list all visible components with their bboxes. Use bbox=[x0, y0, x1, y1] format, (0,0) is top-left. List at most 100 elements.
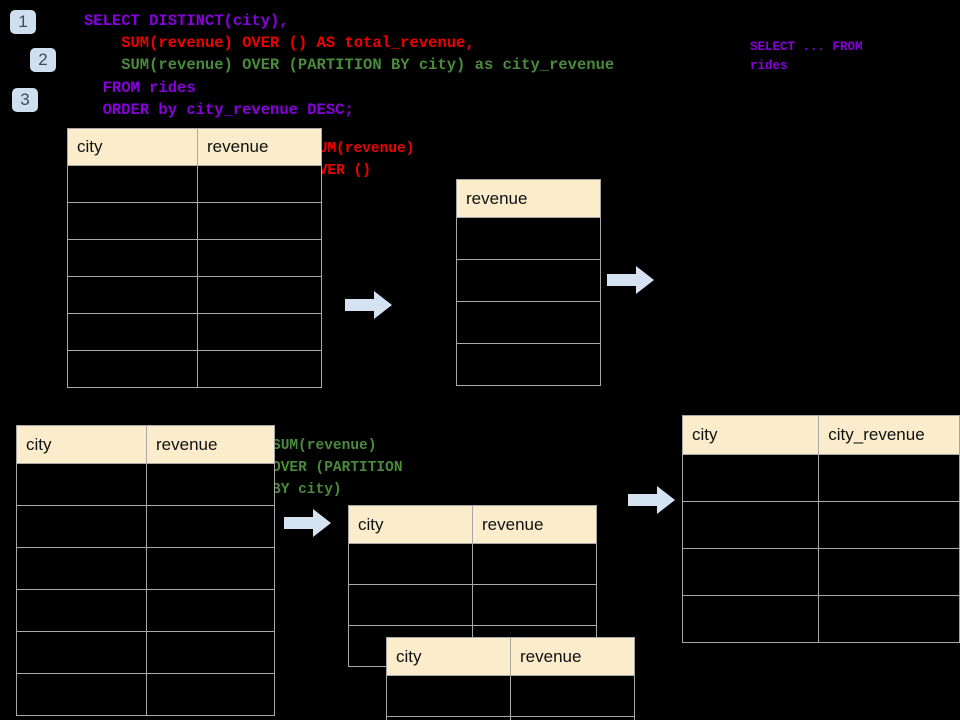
table-row bbox=[681, 595, 960, 643]
table-row bbox=[16, 463, 275, 506]
arrow-top-middle bbox=[345, 291, 392, 319]
table-row bbox=[67, 239, 322, 277]
table-cell bbox=[818, 548, 960, 596]
table-cell bbox=[197, 350, 322, 388]
sum-over-empty-annotation-line-2: OVER () bbox=[310, 163, 371, 179]
table-cell bbox=[456, 217, 601, 260]
sql-side-note: SELECT ... FROM rides bbox=[750, 38, 863, 76]
column-header-city: city bbox=[348, 505, 473, 544]
table-cell bbox=[348, 543, 473, 585]
table-row bbox=[456, 301, 601, 344]
table-row bbox=[348, 584, 597, 626]
table-row bbox=[16, 673, 275, 716]
table-cell bbox=[681, 501, 820, 549]
table-cell bbox=[681, 595, 820, 643]
table-cell bbox=[681, 454, 820, 502]
table-cell bbox=[197, 165, 322, 203]
table-cell bbox=[67, 276, 198, 314]
table-cell bbox=[510, 716, 635, 720]
sum-over-partition-annotation-line-2: OVER (PARTITION bbox=[272, 460, 403, 476]
table-cell bbox=[818, 501, 960, 549]
column-header-city: city bbox=[681, 415, 820, 455]
table-cell bbox=[146, 463, 275, 506]
sql-line-5: ORDER by city_revenue DESC; bbox=[84, 101, 354, 119]
sql-line-3: SUM(revenue) OVER (PARTITION BY city) as… bbox=[84, 56, 615, 74]
column-header-revenue: revenue bbox=[472, 505, 597, 544]
table-row bbox=[386, 675, 635, 717]
table-cell bbox=[386, 716, 511, 720]
table-cell bbox=[16, 631, 147, 674]
step-badge-3: 3 bbox=[12, 88, 38, 112]
sum-over-partition-annotation: SUM(revenue) OVER (PARTITION BY city) bbox=[272, 435, 403, 501]
arrow-right-icon bbox=[284, 509, 331, 537]
table-cell bbox=[197, 313, 322, 351]
table-cell bbox=[16, 463, 147, 506]
table-cell bbox=[456, 259, 601, 302]
column-header-revenue: revenue bbox=[456, 179, 601, 218]
table-row bbox=[16, 505, 275, 548]
arrow-bottom-right bbox=[628, 486, 675, 514]
table-cell bbox=[67, 202, 198, 240]
step-badge-2: 2 bbox=[30, 48, 56, 72]
table-cell bbox=[146, 631, 275, 674]
arrow-top-right bbox=[607, 266, 654, 294]
table-cell bbox=[146, 673, 275, 716]
column-header-city: city bbox=[16, 425, 147, 464]
table-cell bbox=[146, 547, 275, 590]
table-row bbox=[456, 343, 601, 386]
table-row bbox=[67, 276, 322, 314]
sql-side-note-line-1: SELECT ... FROM bbox=[750, 40, 863, 54]
arrow-right-icon bbox=[607, 266, 654, 294]
table-cell bbox=[818, 454, 960, 502]
table-cell bbox=[146, 589, 275, 632]
table-cell bbox=[456, 343, 601, 386]
table-row bbox=[456, 217, 601, 260]
arrow-right-icon bbox=[628, 486, 675, 514]
table-cell bbox=[472, 543, 597, 585]
table-row bbox=[681, 454, 960, 502]
table-row bbox=[386, 716, 635, 720]
arrow-bottom-left bbox=[284, 509, 331, 537]
table-row bbox=[348, 543, 597, 585]
table-row bbox=[67, 165, 322, 203]
table-row bbox=[67, 350, 322, 388]
table-cell bbox=[16, 673, 147, 716]
table-cell bbox=[472, 584, 597, 626]
sql-line-4: FROM rides bbox=[84, 79, 196, 97]
column-header-revenue: revenue bbox=[510, 637, 635, 676]
table-row bbox=[456, 259, 601, 302]
sum-over-partition-annotation-line-3: BY city) bbox=[272, 482, 342, 498]
sum-over-empty-annotation: SUM(revenue) OVER () bbox=[310, 138, 414, 182]
table-cell bbox=[818, 595, 960, 643]
column-header-revenue: revenue bbox=[146, 425, 275, 464]
sum-over-partition-annotation-line-1: SUM(revenue) bbox=[272, 438, 377, 454]
column-header-city: city bbox=[386, 637, 511, 676]
table-row bbox=[16, 547, 275, 590]
column-header-revenue: revenue bbox=[197, 128, 322, 166]
table-row bbox=[67, 313, 322, 351]
table-cell bbox=[16, 589, 147, 632]
table-cell bbox=[681, 548, 820, 596]
table-cell bbox=[197, 276, 322, 314]
table-cell bbox=[67, 165, 198, 203]
table-cell bbox=[197, 202, 322, 240]
sql-side-note-line-2: rides bbox=[750, 59, 788, 73]
table-cell bbox=[67, 350, 198, 388]
table-cell bbox=[67, 313, 198, 351]
table-row bbox=[681, 501, 960, 549]
table-row bbox=[16, 589, 275, 632]
table-cell bbox=[510, 675, 635, 717]
sum-over-empty-annotation-line-1: SUM(revenue) bbox=[310, 141, 415, 157]
table-row bbox=[16, 631, 275, 674]
sql-line-2: SUM(revenue) OVER () AS total_revenue, bbox=[84, 34, 475, 52]
